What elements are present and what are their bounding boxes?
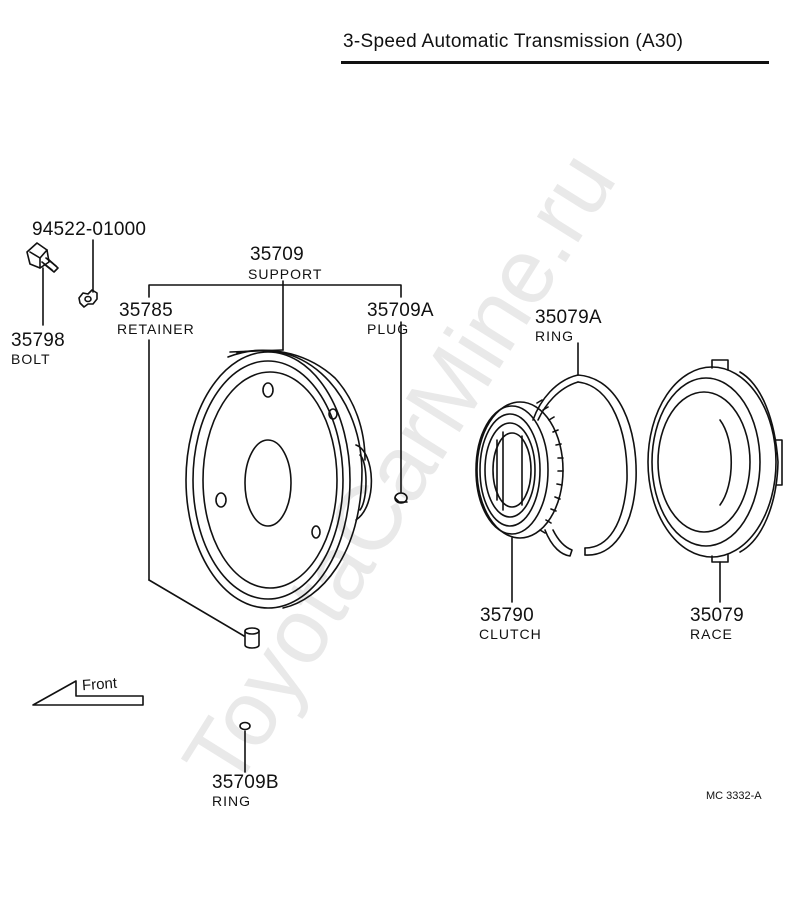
bolt-name: BOLT <box>11 351 51 367</box>
retainer-number: 35785 <box>119 300 173 321</box>
retainer-leader-diag <box>148 579 245 637</box>
support-drum[interactable] <box>185 349 373 609</box>
bolt-part[interactable] <box>26 242 59 273</box>
support-name: SUPPORT <box>248 266 323 282</box>
diagram-title: 3-Speed Automatic Transmission (A30) <box>343 31 684 52</box>
clutch-part[interactable] <box>475 399 564 539</box>
ring-a-number: 35079A <box>535 307 602 328</box>
plug-part[interactable] <box>394 492 408 504</box>
title-underline <box>341 61 769 64</box>
plug-number: 35709A <box>367 300 434 321</box>
race-part[interactable] <box>647 359 783 563</box>
bolt-number: 35798 <box>11 330 65 351</box>
front-label: Front <box>81 674 118 695</box>
ring-b-name: RING <box>212 793 251 809</box>
clutch-name: CLUTCH <box>479 626 542 642</box>
race-number: 35079 <box>690 605 744 626</box>
plug-name: PLUG <box>367 321 410 337</box>
front-arrow-icon <box>32 680 144 706</box>
ring-b-part[interactable] <box>239 721 251 731</box>
retainer-name: RETAINER <box>117 321 195 337</box>
ring-b-number: 35709B <box>212 772 279 793</box>
washer-part[interactable] <box>78 289 98 308</box>
support-number: 35709 <box>250 244 304 265</box>
retainer-part[interactable] <box>244 627 260 649</box>
diagram-code: MC 3332-A <box>706 790 762 802</box>
ring-a-part[interactable] <box>532 374 637 557</box>
ring-a-name: RING <box>535 328 574 344</box>
support-bracket <box>148 280 402 493</box>
race-name: RACE <box>690 626 733 642</box>
washer-number: 94522-01000 <box>32 219 147 240</box>
clutch-number: 35790 <box>480 605 534 626</box>
